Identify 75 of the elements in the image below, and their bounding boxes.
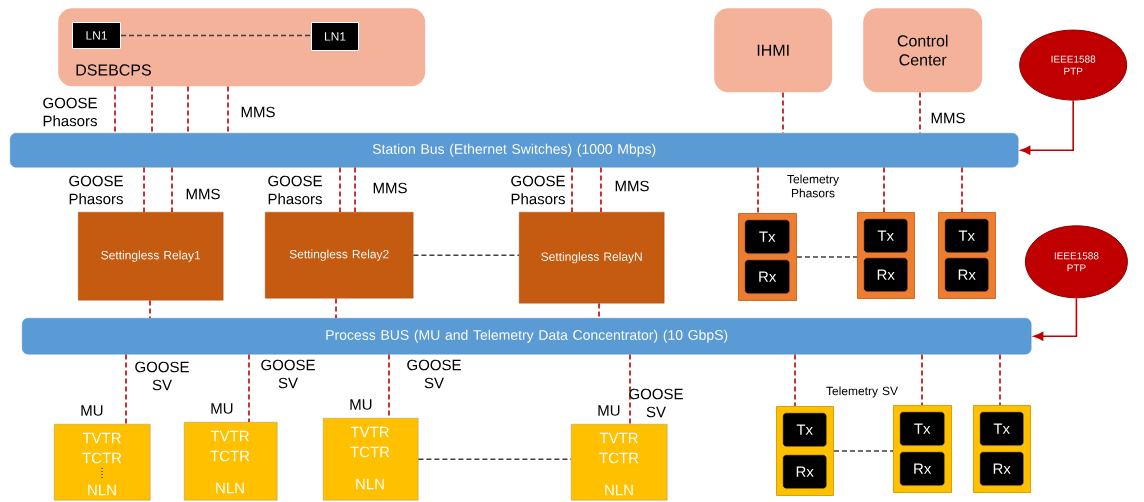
connector-line <box>248 353 250 423</box>
channel-box: Rx <box>945 258 989 292</box>
connector-line <box>999 353 1001 406</box>
channel-box: Rx <box>745 260 790 294</box>
channel-box: Tx <box>900 412 945 446</box>
channel-box: Tx <box>864 219 908 253</box>
connector-line <box>598 302 600 319</box>
connector-line <box>120 34 312 37</box>
edge-label: MMS <box>241 106 275 118</box>
edge-label: GOOSE Phasors <box>511 175 565 205</box>
connector-line <box>417 458 572 460</box>
merging-unit-box: TVTR TCTR NLN <box>571 424 668 501</box>
connector-line <box>227 85 229 134</box>
connector-line <box>171 166 173 213</box>
edge-label: GOOSE SV <box>261 359 315 389</box>
connector-line <box>782 91 784 134</box>
channel-box: Tx <box>980 412 1024 446</box>
edge-label: GOOSE SV <box>629 388 683 418</box>
edge-label: MMS <box>931 112 965 124</box>
merging-unit-box: TVTR TCTR NLN <box>54 424 151 501</box>
channel-box: Tx <box>783 413 827 447</box>
connector-line <box>143 166 145 213</box>
group-label: Telemetry SV <box>826 386 898 398</box>
connector-line <box>921 353 923 406</box>
edge-label: GOOSE Phasors <box>43 97 97 127</box>
merging-unit-box: TVTR TCTR NLN <box>323 418 419 501</box>
connector-line <box>151 85 153 134</box>
edge-label: GOOSE SV <box>135 361 189 391</box>
connector-line <box>149 299 151 319</box>
connector-line <box>354 166 356 213</box>
group-label: Telemetry Phasors <box>787 174 839 198</box>
connector-line <box>335 297 337 319</box>
edge-label: MMS <box>373 182 407 194</box>
edge-label: MMS <box>186 188 220 200</box>
connector-line <box>629 353 631 425</box>
system-box: Control Center <box>863 8 983 93</box>
relay-box: Settingless Relay2 <box>265 212 414 299</box>
connector-line <box>833 450 894 452</box>
connector-line <box>757 166 759 214</box>
edge-label: GOOSE SV <box>407 359 461 389</box>
connector-line <box>796 256 858 258</box>
connector-line <box>339 166 341 213</box>
relay-box: Settingless Relay1 <box>78 212 224 301</box>
connector-line <box>600 166 602 213</box>
connector-line <box>571 166 573 213</box>
arrow <box>1020 99 1074 155</box>
bus-bar: Station Bus (Ethernet Switches) (1000 Mbps) <box>10 133 1019 168</box>
channel-box: Tx <box>745 220 790 254</box>
connector-line <box>883 166 885 213</box>
connector-line <box>961 166 963 213</box>
connector-line <box>919 91 921 134</box>
unit-label: MU <box>211 403 233 414</box>
channel-box: Rx <box>980 452 1024 486</box>
logical-node-box: LN1 <box>72 22 121 49</box>
arrow <box>1033 297 1078 341</box>
connector-line <box>794 353 796 407</box>
channel-box: Rx <box>864 258 908 292</box>
unit-label: MU <box>598 405 620 416</box>
unit-label: MU <box>81 405 103 416</box>
connector-line <box>187 85 189 134</box>
relay-box: Settingless RelayN <box>519 212 665 304</box>
merging-unit-box: TVTR TCTR NLN <box>184 422 278 501</box>
connector-line <box>412 254 520 256</box>
channel-box: Tx <box>945 219 989 253</box>
logical-node-box: LN1 <box>311 22 359 51</box>
unit-label: MU <box>350 399 372 410</box>
channel-box: Rx <box>783 455 827 489</box>
connector-line <box>125 353 127 425</box>
edge-label: GOOSE Phasors <box>69 175 123 205</box>
edge-label: MMS <box>615 180 649 192</box>
channel-box: Rx <box>900 452 945 486</box>
system-box: IHMI <box>714 8 833 93</box>
edge-label: GOOSE Phasors <box>268 175 322 205</box>
bus-bar: Process BUS (MU and Telemetry Data Concentrator) (10 GbpS) <box>22 318 1032 355</box>
connector-line <box>114 85 116 134</box>
